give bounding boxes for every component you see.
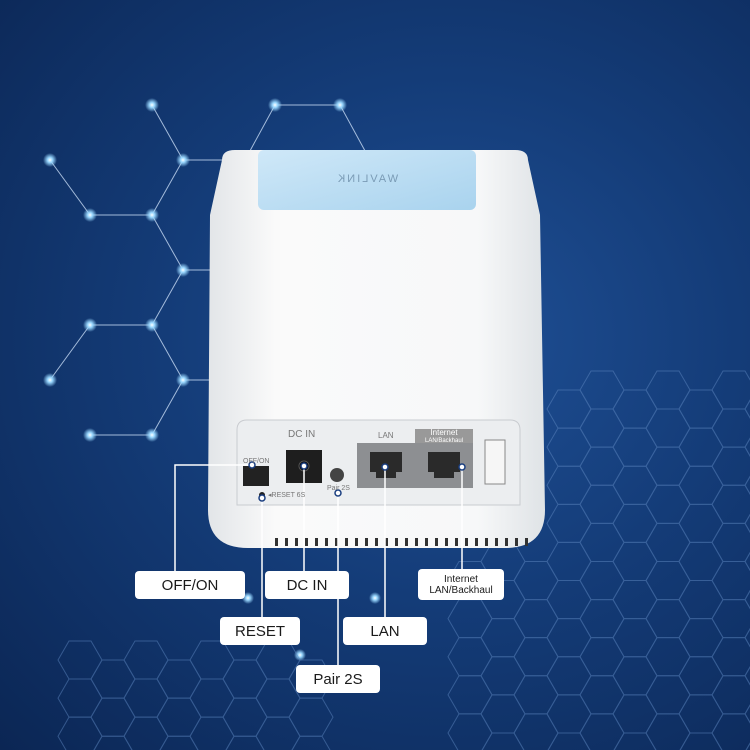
hexagon [291,735,331,750]
off-on-text: OFF/ON [243,458,270,465]
hexagon [744,666,750,686]
lan-text: LAN [378,431,394,440]
power-switch [243,466,269,486]
pair-button [330,468,344,482]
hexagon [744,437,750,457]
hexagon [744,551,750,572]
callout-reset: RESET [220,617,300,645]
reset-text: ◂RESET 6S [268,492,306,499]
hexagon [744,589,750,610]
brand-logo: WAVLINK [336,173,398,185]
hexagon [744,704,750,724]
hexagon [744,475,750,495]
pair-text: Pair 2S [327,485,350,492]
callout-pair-2s: Pair 2S [296,665,380,693]
hexagon [744,628,750,648]
callout-lan: LAN [343,617,427,645]
hexagon [744,513,750,534]
callout-dc-in: DC IN [265,571,349,599]
hexagon [744,399,750,419]
top-cap [258,150,476,210]
callout-off-on: OFF/ON [135,571,245,599]
dc-in-text: DC IN [288,429,316,440]
